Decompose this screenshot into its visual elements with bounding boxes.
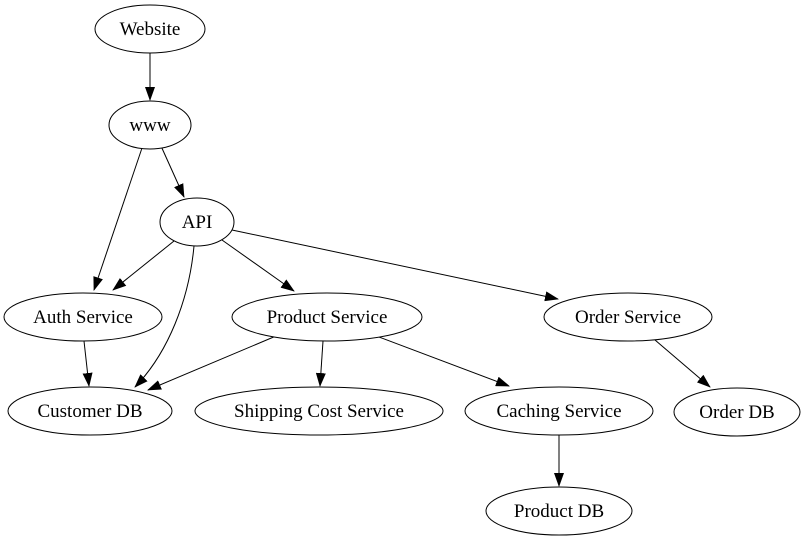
edge-order-service-order-db	[654, 339, 711, 388]
node-api-label: API	[182, 212, 213, 233]
node-order-db: Order DB	[673, 387, 801, 437]
node-product-db-label: Product DB	[514, 501, 604, 522]
node-auth-service: Auth Service	[3, 292, 163, 342]
node-www-label: www	[129, 115, 170, 136]
node-order-service-label: Order Service	[575, 307, 681, 328]
node-order-db-label: Order DB	[699, 402, 774, 423]
node-shipping-cost-service: Shipping Cost Service	[194, 386, 444, 436]
node-shipping-cost-service-label: Shipping Cost Service	[234, 401, 404, 422]
node-caching-service: Caching Service	[464, 386, 654, 436]
edge-api-customer-db	[134, 245, 195, 388]
node-product-service-label: Product Service	[267, 307, 388, 328]
node-product-service: Product Service	[231, 292, 423, 342]
nodes-layer: Website www API Auth Service Product Ser…	[3, 4, 801, 536]
node-product-db: Product DB	[485, 486, 633, 536]
node-customer-db: Customer DB	[7, 386, 173, 436]
node-order-service: Order Service	[543, 292, 713, 342]
edge-api-auth-service	[112, 240, 175, 291]
edges-layer	[82, 53, 711, 487]
edge-api-product-service	[221, 239, 295, 292]
node-customer-db-label: Customer DB	[37, 401, 142, 422]
edge-auth-service-customer-db	[82, 340, 93, 387]
node-caching-service-label: Caching Service	[496, 401, 621, 422]
edge-product-service-caching-service	[378, 336, 510, 387]
edge-product-service-customer-db	[147, 335, 277, 391]
node-api: API	[159, 197, 235, 247]
node-auth-service-label: Auth Service	[33, 307, 133, 328]
edge-www-auth-service	[93, 147, 143, 291]
node-www: www	[108, 100, 192, 150]
edge-www-api	[160, 145, 185, 198]
node-website-label: Website	[120, 19, 181, 40]
edge-product-service-shipping-cost-service	[315, 340, 326, 387]
edge-api-order-service	[231, 229, 559, 302]
node-website: Website	[94, 4, 206, 54]
